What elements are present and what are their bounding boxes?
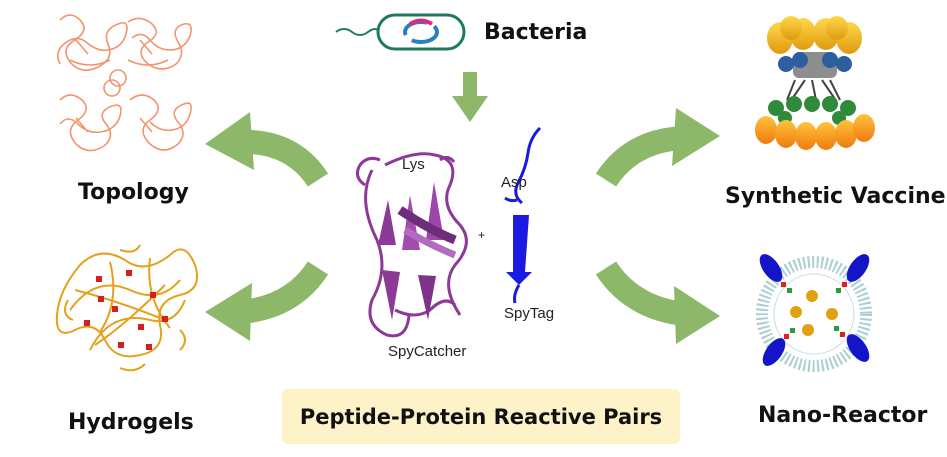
spycatcher-label: SpyCatcher [388, 343, 467, 360]
vaccine-particle-icon [755, 16, 875, 150]
bacteria-label: Bacteria [484, 20, 588, 45]
spycatcher-structure-icon [355, 152, 468, 338]
hydrogel-network-icon [55, 244, 199, 372]
nano-reactor-icon [756, 254, 872, 372]
arrow-to-reactor-icon [595, 261, 720, 344]
lys-residue-label: Lys [402, 156, 425, 173]
arrow-to-topology-icon [205, 112, 329, 187]
plus-sign: + [478, 228, 486, 242]
synthetic-vaccine-label: Synthetic Vaccine [725, 184, 946, 209]
banner-title: Peptide-Protein Reactive Pairs [299, 404, 663, 429]
down-arrow-icon [452, 72, 488, 122]
topology-network-icon [56, 14, 192, 152]
nano-reactor-label: Nano-Reactor [758, 403, 928, 428]
reactive-pairs-banner: Peptide-Protein Reactive Pairs [282, 389, 680, 444]
topology-label: Topology [78, 180, 189, 205]
asp-residue-label: Asp [501, 174, 527, 191]
spytag-structure-icon [504, 126, 542, 304]
hydrogels-label: Hydrogels [68, 410, 194, 435]
arrow-to-hydrogels-icon [205, 261, 329, 341]
arrow-to-vaccine-icon [595, 108, 720, 187]
spytag-label: SpyTag [504, 305, 555, 322]
bacteria-icon [335, 13, 466, 51]
